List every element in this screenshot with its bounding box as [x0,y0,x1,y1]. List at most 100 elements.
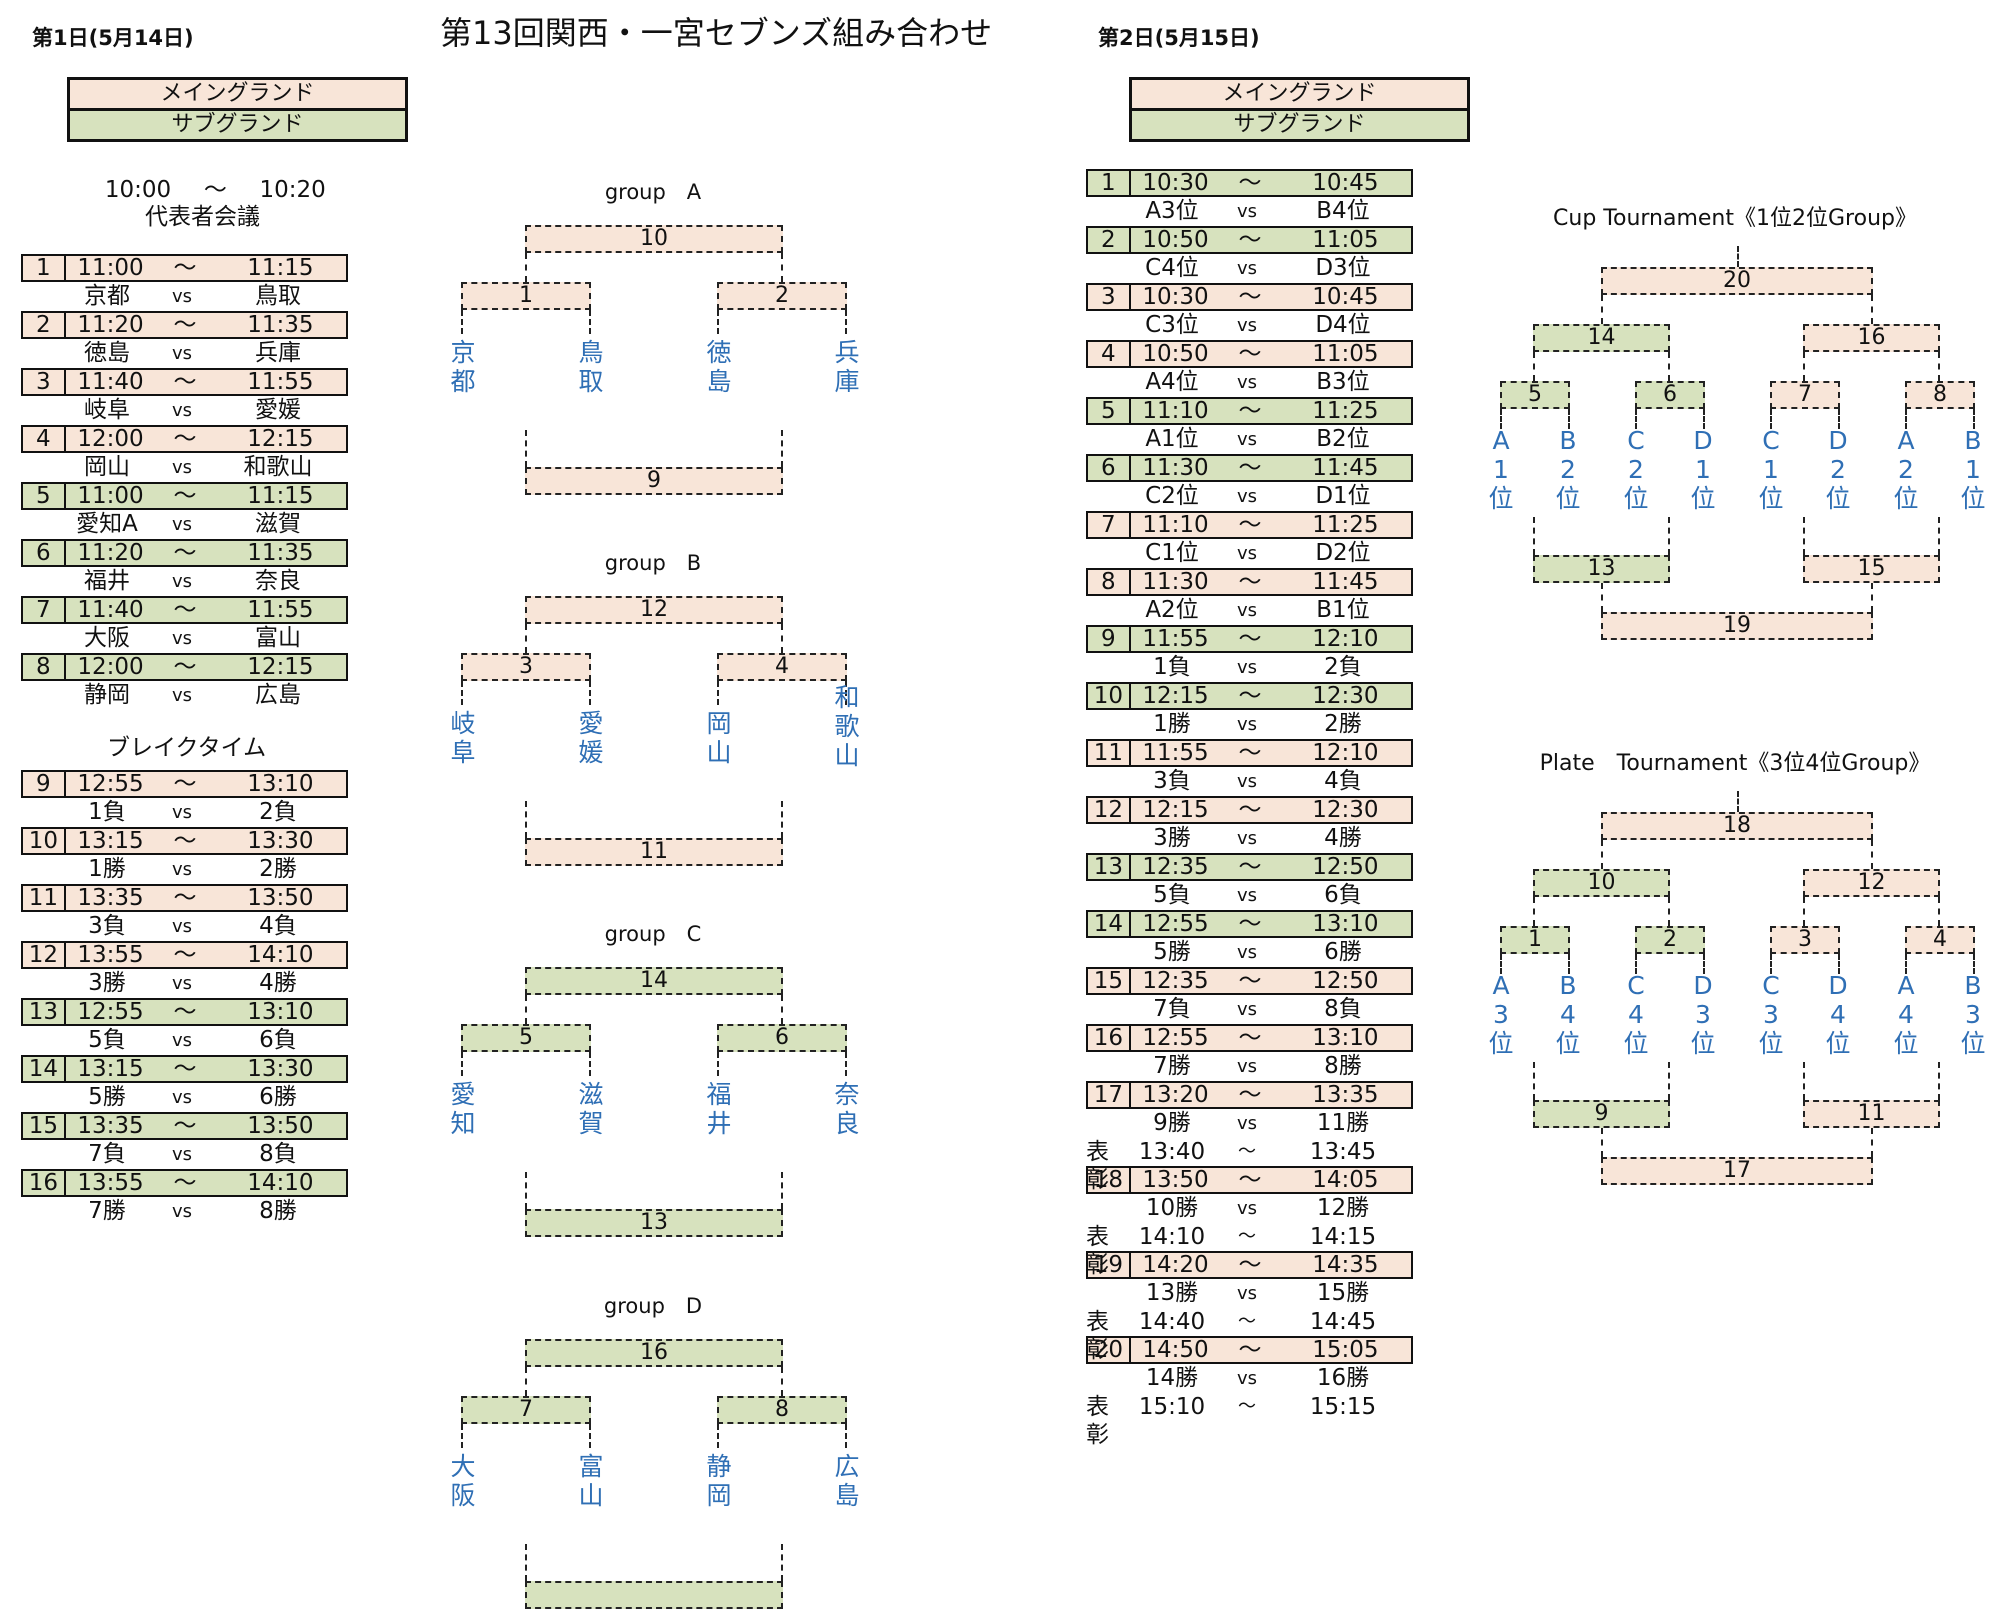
seed-char: B [1964,971,1982,1000]
seed-char: 位 [1893,484,1919,513]
tilde: ～ [173,540,197,566]
match-end: 11:55 [247,369,314,395]
bracket-line [845,1424,847,1448]
team-name: 鳥取 [571,338,611,396]
team-char: 山 [706,738,732,767]
legend-day2: メイングランド サブグランド [1129,77,1470,142]
group-consolation-box: 9 [525,467,783,495]
team-a: 5勝 [1153,939,1191,965]
team-name: 徳島 [699,338,739,396]
vs-label: vs [1236,999,1258,1020]
team-b: 8負 [259,1141,297,1167]
bracket-line [589,310,591,334]
group-consolation-box [525,1581,783,1609]
bracket-line [1533,1062,1535,1100]
bracket-line [1803,517,1805,555]
spacer [21,1197,62,1226]
team-b: 兵庫 [255,340,301,366]
team-b: D4位 [1315,312,1371,338]
team-char: 兵 [834,338,860,367]
team-a: 5負 [1153,882,1191,908]
team-b: D2位 [1315,540,1371,566]
team-b: 2勝 [1324,711,1362,737]
match-start: 13:50 [1142,1167,1209,1193]
match-start: 11:30 [1142,569,1209,595]
team-b: 広島 [255,682,301,708]
vs-label: vs [1236,315,1258,336]
team-char: 福 [706,1080,732,1109]
team-b: 4勝 [1324,825,1362,851]
match-end: 13:50 [247,1113,314,1139]
group-match-box: 4 [717,653,847,681]
tilde: ～ [1238,170,1262,196]
match-number: 7 [23,598,66,622]
match-end: 12:10 [1312,626,1379,652]
final-box: 20 [1601,267,1873,295]
team-b: B1位 [1316,597,1370,623]
seed-char: 位 [1758,484,1784,513]
team-b: 奈良 [255,568,301,594]
qf-box: 3 [1770,926,1840,954]
vs-label: vs [1236,657,1258,678]
bracket-line [1601,295,1603,324]
spacer [1086,881,1127,910]
match-number: 11 [23,886,66,910]
match-end: 14:10 [247,942,314,968]
match-start: 11:55 [1142,626,1209,652]
group-final-box: 12 [525,596,783,624]
vs-label: vs [1236,1198,1258,1219]
tilde: ～ [173,1170,197,1196]
tilde: ～ [1238,1226,1256,1247]
seed-char: D [1693,971,1713,1000]
team-a: 3勝 [1153,825,1191,851]
bracket-line [525,430,527,467]
team-b: B4位 [1316,198,1370,224]
team-b: 滋賀 [255,511,301,537]
seed-char: 2 [1830,455,1846,484]
tournament-label: Plate Tournament《3位4位Group》 [1539,751,1931,776]
vs-label: vs [1236,1368,1258,1389]
team-char: 山 [578,1481,604,1510]
vs-label: vs [1236,258,1258,279]
seed-char: 4 [1560,1000,1576,1029]
team-name: 愛媛 [571,709,611,767]
match-end: 11:35 [247,540,314,566]
bottom-box: 19 [1601,612,1873,640]
match-end: 13:10 [1312,911,1379,937]
award-start: 13:40 [1138,1139,1206,1165]
spacer [1086,596,1127,625]
day1-heading: 第1日(5月14日) [32,26,194,50]
seed-char: 位 [1690,484,1716,513]
tilde: ～ [173,1113,197,1139]
legend-day1: メイングランド サブグランド [67,77,408,142]
team-a: 福井 [84,568,130,594]
team-char: 賀 [578,1109,604,1138]
vs-label: vs [171,571,193,592]
match-end: 11:45 [1312,569,1379,595]
team-b: 2負 [259,799,297,825]
tilde: ～ [1238,455,1262,481]
team-a: 14勝 [1145,1365,1199,1391]
team-a: 愛知A [76,511,138,537]
match-start: 12:55 [1142,1025,1209,1051]
match-number: 9 [23,772,66,796]
